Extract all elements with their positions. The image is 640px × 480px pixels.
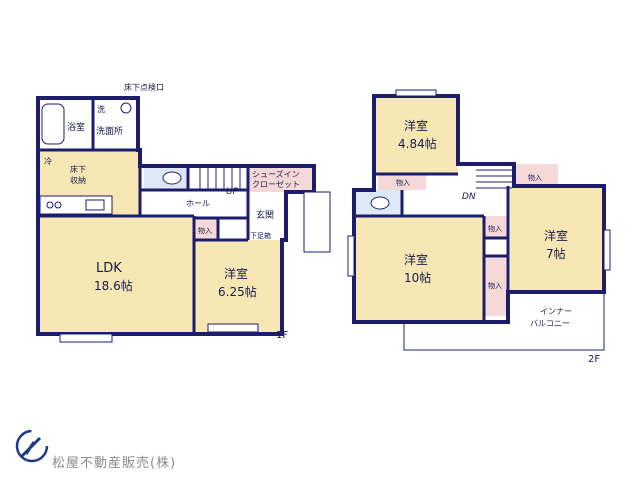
windows-1f [59, 191, 331, 343]
stair-1f [194, 166, 248, 190]
stove-icon [46, 201, 54, 209]
balcony [508, 292, 604, 350]
refrigerator-label: 冷 [44, 156, 52, 166]
storage-2f-d-label: 物入 [488, 281, 502, 290]
room-c-label: 洋室 [544, 228, 568, 243]
western-room-a [374, 96, 458, 174]
western-room-label-1f: 洋室 [224, 266, 248, 281]
bathtub [41, 103, 65, 145]
stairs-1f [199, 166, 241, 190]
wash-basin [120, 102, 132, 114]
company-name: 松屋不動産販売(株) [52, 456, 177, 471]
shoe-closet-label: シューズイン クローゼット [252, 169, 302, 189]
floor-1-inner-walls [38, 98, 250, 334]
wash-label: 洗 [97, 104, 105, 114]
hall-label: ホール [186, 199, 210, 208]
western-room-b [354, 216, 484, 322]
inspection-hatch-label: 床下点検口 [124, 82, 164, 92]
ldk-label: LDK [96, 261, 122, 276]
sink-icon [85, 199, 105, 211]
toilet-icon-2f [370, 196, 390, 210]
storage-1f [194, 218, 218, 240]
storage-label-1f: 物入 [198, 226, 212, 235]
storage-2f-a-label: 物入 [396, 178, 410, 187]
entrance-area [248, 192, 286, 240]
western-room-1f [194, 240, 282, 334]
storage-2f-b-label: 物入 [528, 173, 542, 182]
balcony-line-2: バルコニー [530, 319, 570, 328]
company-logo-icon [15, 429, 49, 463]
stairs-2f [476, 169, 512, 189]
balcony-line-1: インナー [540, 307, 572, 316]
entrance-label: 玄関 [256, 209, 274, 221]
dn-label: DN [462, 192, 476, 202]
room-a-size: 4.84帖 [398, 136, 437, 151]
floor-2-inner-walls [354, 172, 510, 322]
floor-1-label: 1F [276, 330, 288, 341]
storage-2f-b [514, 164, 558, 186]
bath-room [38, 98, 93, 150]
balcony-railing [403, 291, 605, 351]
underfloor-line-1: 床下 [70, 164, 86, 174]
shoe-closet-line-1: シューズイン [252, 169, 300, 179]
windows-2f [347, 89, 611, 277]
washroom-label: 洗面所 [96, 125, 123, 137]
underfloor-line-2: 収納 [70, 175, 86, 185]
floor-2-label: 2F [588, 354, 600, 365]
room-b-size: 10帖 [404, 270, 431, 285]
floor-1-plan: 床下点検口 浴室 洗 洗面所 冷 床下 収納 LDK 18.6帖 シューズイン … [36, 82, 331, 343]
inner-balcony-label: インナー バルコニー [530, 307, 575, 328]
storage-2f-c-label: 物入 [488, 224, 502, 233]
storage-2f-d [484, 256, 508, 316]
storage-2f-c [484, 216, 508, 238]
ldk-room [38, 216, 194, 334]
room-b-label: 洋室 [404, 252, 428, 267]
floor-2-plan: 洋室 4.84帖 物入 物入 DN 物入 物入 洋室 10帖 洋室 7帖 インナ… [347, 89, 611, 365]
shoe-box-label: 下足箱 [250, 231, 271, 240]
western-room-size-1f: 6.25帖 [218, 284, 257, 299]
toilet-icon-1f [162, 171, 182, 185]
shoe-closet-line-2: クローゼット [252, 179, 300, 189]
up-label: UP [226, 187, 239, 197]
western-room-c [510, 186, 604, 292]
room-a-label: 洋室 [404, 118, 428, 133]
kitchen-counter [39, 195, 113, 215]
ldk-size-label: 18.6帖 [94, 278, 133, 293]
storage-2f-a [378, 174, 426, 190]
underfloor-storage-label: 床下 収納 [70, 164, 89, 185]
hall-area [140, 190, 248, 216]
stove-icon-2 [54, 201, 62, 209]
bath-label: 浴室 [67, 121, 85, 133]
room-c-size: 7帖 [546, 246, 566, 261]
shoe-closet [248, 166, 314, 192]
